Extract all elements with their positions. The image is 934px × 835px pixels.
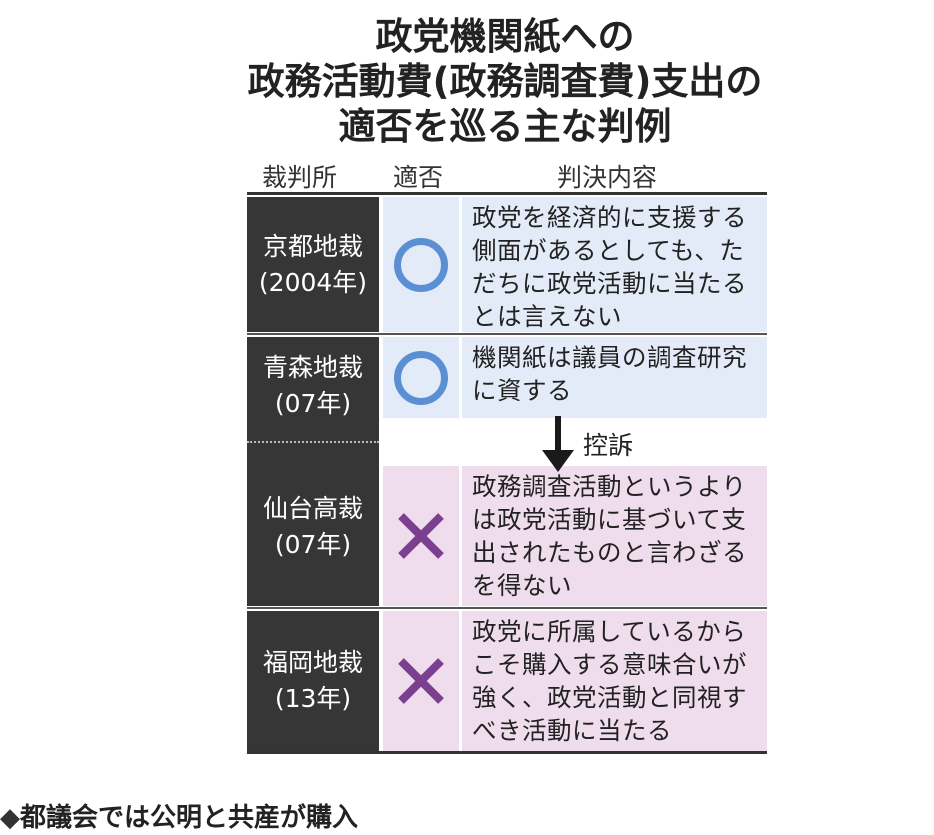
ruling-text: 政党を経済的に支援する側面があるとしても、ただちに政党活動に当たるとは言えない — [462, 197, 767, 332]
bottom-rule — [247, 751, 767, 754]
court-year: (13年) — [274, 684, 352, 713]
header-rule — [247, 192, 767, 195]
court-year: (07年) — [274, 389, 352, 419]
verdict-cell — [383, 337, 459, 418]
column-header-court: 裁判所 — [262, 163, 338, 192]
court-name: 京都地裁 — [262, 231, 363, 261]
section-heading-text: 都議会では公明と共産が購入 — [20, 803, 359, 833]
court-name: 福岡地裁 — [262, 648, 363, 677]
column-header-verdict: 適否 — [393, 163, 444, 192]
row-divider-dotted — [247, 441, 379, 443]
verdict-cell — [383, 611, 459, 751]
verdict-cell — [383, 197, 459, 332]
title-line-2: 政務活動費(政務調査費)支出の — [247, 60, 763, 103]
ruling-text: 機関紙は議員の調査研究に資する — [462, 337, 767, 418]
court-name: 仙台高裁 — [262, 493, 363, 523]
court-cell: 京都地裁 (2004年) — [247, 197, 379, 332]
court-year: (2004年) — [258, 267, 368, 297]
ruling-text: 政党に所属しているからこそ購入する意味合いが強く、政党活動と同視すべき活動に当た… — [462, 611, 767, 751]
cross-icon — [398, 513, 444, 559]
circle-icon — [394, 350, 448, 405]
circle-icon — [394, 237, 448, 292]
court-year: (07年) — [274, 529, 352, 559]
diamond-bullet: ◆ — [0, 803, 20, 833]
court-cell: 福岡地裁 (13年) — [247, 611, 379, 751]
title-line-1: 政党機関紙への — [375, 15, 635, 58]
verdict-cell — [383, 466, 459, 606]
cross-icon — [398, 658, 444, 704]
appeal-label: 控訴 — [583, 431, 634, 460]
section-heading: ◆都議会では公明と共産が購入 — [0, 801, 358, 835]
arrow-down-icon — [542, 416, 574, 472]
title-line-3: 適否を巡る主な判例 — [338, 105, 672, 148]
court-name: 青森地裁 — [262, 353, 363, 383]
chart-title: 政党機関紙への 政務活動費(政務調査費)支出の 適否を巡る主な判例 — [240, 14, 770, 149]
court-cell: 青森地裁 (07年) 仙台高裁 (07年) — [247, 337, 379, 606]
row-separator — [247, 607, 767, 609]
ruling-text: 政務調査活動というよりは政党活動に基づいて支出されたものと言わざるを得ない — [462, 466, 767, 606]
row-separator — [247, 333, 767, 335]
column-header-content: 判決内容 — [557, 163, 658, 192]
